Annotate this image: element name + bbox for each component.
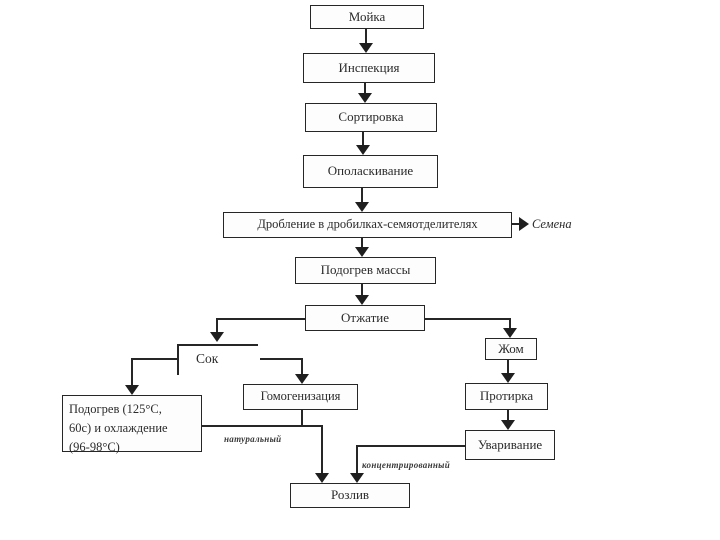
connector-natural-vline [321, 425, 323, 474]
connector-podogrevmassy-otzhatie-line [361, 284, 363, 296]
label-sok: Сок [196, 351, 219, 366]
node-sortirovka: Сортировка [305, 103, 437, 132]
node-inspekciya: Инспекция [303, 53, 435, 83]
arrowhead-down-icon [501, 420, 515, 430]
node-opolaskivanie: Ополаскивание [303, 155, 438, 188]
arrowhead-down-icon [358, 93, 372, 103]
node-podogrev-ohlazhdenie-line1: Подогрев (125°С, [69, 402, 162, 416]
connector-opolaskivanie-droblenie-line [361, 188, 363, 203]
arrowhead-down-icon [501, 373, 515, 383]
node-podogrev-massy: Подогрев массы [295, 257, 436, 284]
node-droblenie: Дробление в дробилках-семяотделителях [223, 212, 512, 238]
sok-top-line [178, 344, 258, 346]
node-podogrev-ohlazhdenie: Подогрев (125°С, 60с) и охлаждение (96-9… [62, 395, 202, 454]
connector-sok-podogrev-hline [132, 358, 178, 360]
node-rozliv: Розлив [290, 483, 410, 508]
node-uvarivanie: Уваривание [465, 430, 555, 460]
label-koncentrirovannyj: концентрированный [362, 460, 451, 470]
arrowhead-down-icon [315, 473, 329, 483]
connector-otzhatie-sok-vline [216, 318, 218, 333]
connector-sortirovka-opolaskivanie-line [362, 132, 364, 146]
connector-sok-gomogenizaciya-vline [301, 358, 303, 375]
connector-natural-hline [202, 425, 322, 427]
connector-uvarivanie-rozliv-hline [357, 445, 465, 447]
arrowhead-down-icon [125, 385, 139, 395]
connector-sok-gomogenizaciya-hline [260, 358, 303, 360]
node-podogrev-ohlazhdenie-line2: 60с) и охлаждение [69, 420, 168, 435]
node-protirka: Протирка [465, 383, 548, 410]
node-otzhatie: Отжатие [305, 305, 425, 331]
connector-sok-podogrev-vline [131, 358, 133, 386]
arrowhead-right-icon [519, 217, 529, 231]
connector-gomogenizaciya-down-line [301, 410, 303, 426]
arrowhead-down-icon [210, 332, 224, 342]
connector-otzhatie-sok-hline [217, 318, 305, 320]
connector-zhom-protirka-line [507, 360, 509, 374]
arrowhead-down-icon [355, 202, 369, 212]
label-semena: Семена [532, 217, 572, 231]
sok-stub-line [177, 344, 179, 375]
arrowhead-down-icon [350, 473, 364, 483]
connector-uvarivanie-rozliv-vline [356, 445, 358, 474]
arrowhead-down-icon [355, 247, 369, 257]
node-zhom: Жом [485, 338, 537, 360]
connector-inspekciya-sortirovka-line [364, 83, 366, 94]
arrowhead-down-icon [355, 295, 369, 305]
node-gomogenizaciya: Гомогенизация [243, 384, 358, 410]
connector-otzhatie-zhom-hline [425, 318, 510, 320]
arrowhead-down-icon [503, 328, 517, 338]
connector-moyka-inspekciya-line [365, 29, 367, 44]
label-naturalnyj: натуральный [224, 434, 282, 444]
arrowhead-down-icon [356, 145, 370, 155]
connector-droblenie-semena-line [512, 223, 520, 225]
node-podogrev-ohlazhdenie-line3: (96-98°С) [69, 439, 120, 454]
connector-droblenie-podogrevmassy-line [361, 238, 363, 249]
node-moyka: Мойка [310, 5, 424, 29]
connector-otzhatie-zhom-vline [509, 318, 511, 329]
arrowhead-down-icon [295, 374, 309, 384]
arrowhead-down-icon [359, 43, 373, 53]
connector-protirka-uvarivanie-line [507, 410, 509, 421]
